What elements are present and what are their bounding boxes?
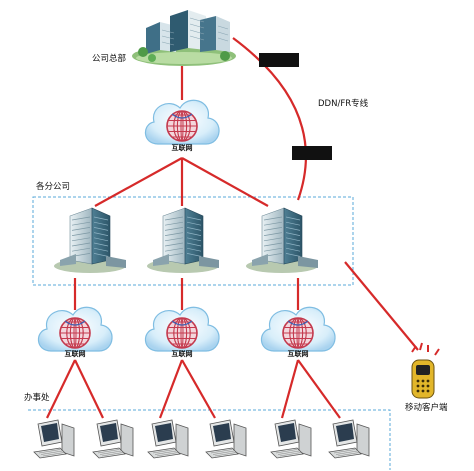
firewall-block-lower [292,146,332,160]
office-computer-6 [328,419,370,459]
branch-building-1 [54,207,126,273]
cloud-to-branch-3-line [181,157,269,207]
internet-cloud-branch-2 [144,306,220,352]
branch-building-2 [147,207,219,273]
branch-cloud-label-3: 互联网 [287,350,309,358]
internet-cloud-branch-3 [260,306,336,352]
office-group-label: 办事处 [24,393,50,403]
branch-group-box [32,196,354,286]
office-link-2 [74,359,104,419]
headquarters-label: 公司总部 [92,54,127,64]
firewall-block-upper [259,53,299,67]
office-computer-5 [270,419,312,459]
office-link-1 [46,359,76,419]
internet-cloud-branch-1 [37,306,113,352]
mobile-client-label: 移动客户端 [405,403,448,413]
globe-icon [166,317,198,349]
globe-icon [59,317,91,349]
office-computer-3 [147,419,189,459]
office-computer-2 [92,419,134,459]
office-computer-4 [205,419,247,459]
internet-cloud-hq [144,99,220,145]
ddn-fr-link-line [232,37,307,201]
branch-cloud-label-2: 互联网 [171,350,193,358]
cloud-to-branch-1-line [94,157,183,207]
ddn-fr-link-label: DDN/FR专线 [318,99,369,109]
office-group-box [28,409,391,470]
headquarters-icon [132,10,236,66]
office-link-3 [158,359,184,419]
hq-cloud-label: 互联网 [171,144,193,152]
branch-group-label: 各分公司 [36,182,71,192]
office-link-6 [297,359,341,419]
mobile-link-line [344,261,419,351]
mobile-device-icon [411,342,440,399]
globe-icon [282,317,314,349]
office-computer-1 [33,419,75,459]
office-link-4 [181,359,216,419]
globe-icon [166,110,198,142]
connection-lines [46,37,419,419]
office-link-5 [280,359,300,419]
branch-cloud-label-1: 互联网 [64,350,86,358]
branch-building-3 [246,207,318,273]
